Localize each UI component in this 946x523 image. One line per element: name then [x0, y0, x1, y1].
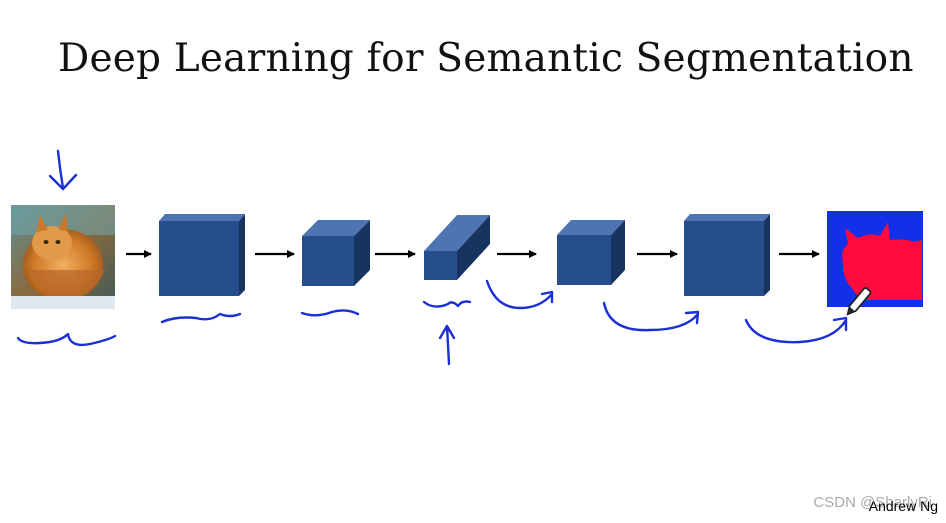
output-segmentation-mask [827, 211, 923, 307]
slide-title: Deep Learning for Semantic Segmentation [58, 36, 914, 81]
conv-block-bottleneck [424, 215, 490, 280]
brace-input [16, 332, 117, 347]
up-arrow-annotation [438, 324, 456, 366]
input-cat-image [11, 205, 115, 309]
skip-arc-1 [485, 279, 554, 310]
author-credit: Andrew Ng [868, 498, 938, 514]
conv-block-1 [159, 214, 245, 296]
skip-arc-2 [602, 301, 700, 332]
conv-block-2 [302, 220, 370, 286]
pen-cursor-icon [846, 287, 872, 316]
brace-bottleneck [422, 300, 472, 308]
handwritten-annotations [16, 149, 848, 366]
down-arrow-annotation [48, 149, 78, 191]
brace-block-2 [300, 309, 360, 317]
deconv-block-2 [684, 214, 770, 296]
deconv-block-1 [557, 220, 625, 285]
csdn-watermark: CSDN @SharlyRi [813, 494, 932, 511]
brace-block-1 [160, 312, 242, 324]
skip-arc-3 [744, 316, 848, 344]
